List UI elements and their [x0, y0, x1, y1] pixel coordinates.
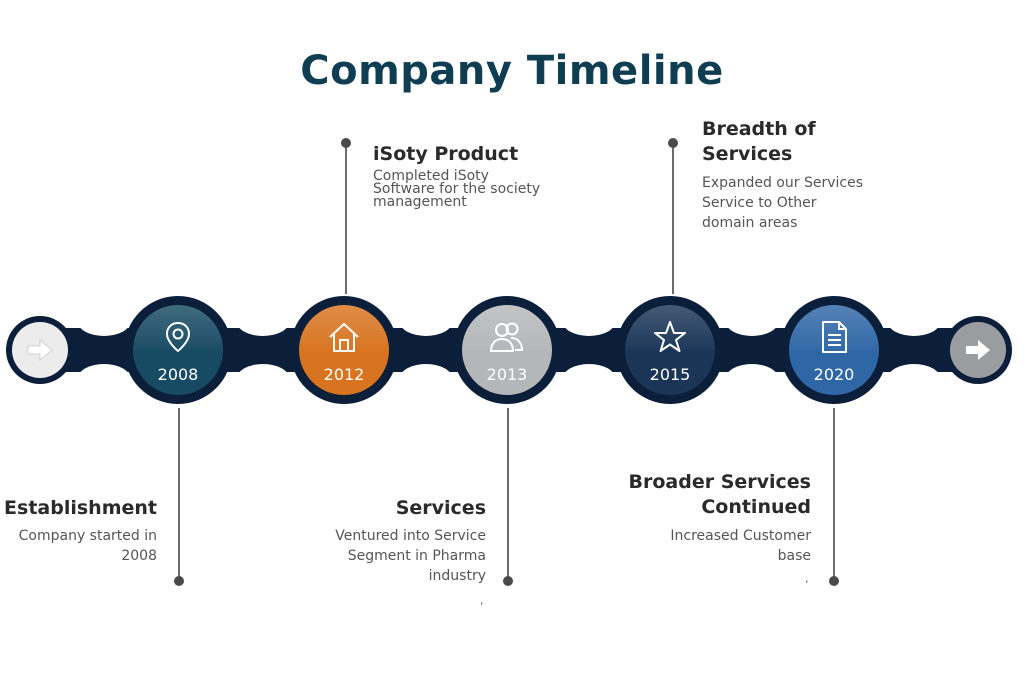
connector-dot-2020 [829, 576, 839, 586]
milestone-desc-2008: Company started in 2008 [0, 526, 157, 566]
milestone-disk: 2008 [133, 305, 223, 395]
connector-dot-2013 [503, 576, 513, 586]
desc-line: Expanded our Services [702, 175, 863, 191]
desc-line: Increased Customer [670, 528, 811, 544]
star-icon [654, 321, 686, 352]
stray-mark: , [805, 572, 809, 585]
milestone-year: 2008 [157, 365, 199, 384]
desc-line: Service to Other [702, 195, 817, 211]
title-line: Services [702, 143, 793, 165]
milestone-node-2008: 2008 [124, 296, 232, 404]
connector-line-2015 [672, 144, 674, 294]
milestone-title-2020: Broader Services Continued [600, 470, 812, 520]
connector-line-2012 [345, 144, 347, 294]
arrow-right-icon [966, 340, 990, 360]
location-pin-icon [165, 321, 191, 353]
connector-dot-2008 [174, 576, 184, 586]
page-title: Company Timeline [300, 48, 724, 94]
users-icon [489, 322, 524, 352]
milestone-desc-2020: Increased Customer base [600, 526, 811, 566]
milestone-node-2020: 2020 [780, 296, 888, 404]
milestone-title-2008: Establishment [4, 497, 157, 519]
milestone-year: 2012 [323, 365, 365, 384]
milestone-title-2013: Services [395, 497, 486, 519]
desc-line: domain areas [702, 215, 798, 231]
start-disk [12, 322, 68, 378]
desc-line: Completed iSoty [373, 168, 489, 184]
milestone-disk: 2015 [625, 305, 715, 395]
connector-dot-2015 [668, 138, 678, 148]
milestone-node-2015: 2015 [616, 296, 724, 404]
end-disk [950, 322, 1006, 378]
milestone-desc-2012: Completed iSoty Software for the society… [373, 168, 573, 210]
milestone-year: 2015 [649, 365, 691, 384]
desc-line: industry [428, 568, 486, 584]
connector-dot-2012 [341, 138, 351, 148]
stray-mark: , [480, 594, 484, 607]
title-line: Broader Services [628, 471, 812, 493]
connector-line-2008 [178, 408, 180, 580]
milestone-node-2012: 2012 [290, 296, 398, 404]
title-line: Continued [701, 496, 811, 518]
desc-line: Software for the society [373, 181, 541, 197]
connector-line-2020 [833, 408, 835, 580]
house-icon [329, 322, 359, 352]
title-line: Breadth of [702, 118, 816, 140]
desc-line: Ventured into Service [335, 528, 486, 544]
desc-line: 2008 [121, 548, 157, 564]
desc-line: Segment in Pharma [347, 548, 486, 564]
milestone-disk: 2020 [789, 305, 879, 395]
milestone-desc-2015: Expanded our Services Service to Other d… [702, 173, 902, 233]
connector-line-2013 [507, 408, 509, 580]
milestone-disk: 2012 [299, 305, 389, 395]
desc-line: Company started in [18, 528, 157, 544]
desc-line: management [373, 194, 467, 210]
milestone-year: 2013 [486, 365, 528, 384]
milestone-title-2015: Breadth of Services [702, 117, 902, 167]
milestone-desc-2013: Ventured into Service Segment in Pharma … [300, 526, 486, 586]
milestone-node-2013: 2013 [453, 296, 561, 404]
desc-line: base [777, 548, 811, 564]
arrow-right-icon [27, 338, 53, 362]
document-icon [822, 321, 847, 353]
timeline-end [944, 316, 1012, 384]
timeline-start [6, 316, 74, 384]
milestone-disk: 2013 [462, 305, 552, 395]
milestone-title-2012: iSoty Product [373, 143, 519, 165]
milestone-year: 2020 [813, 365, 855, 384]
